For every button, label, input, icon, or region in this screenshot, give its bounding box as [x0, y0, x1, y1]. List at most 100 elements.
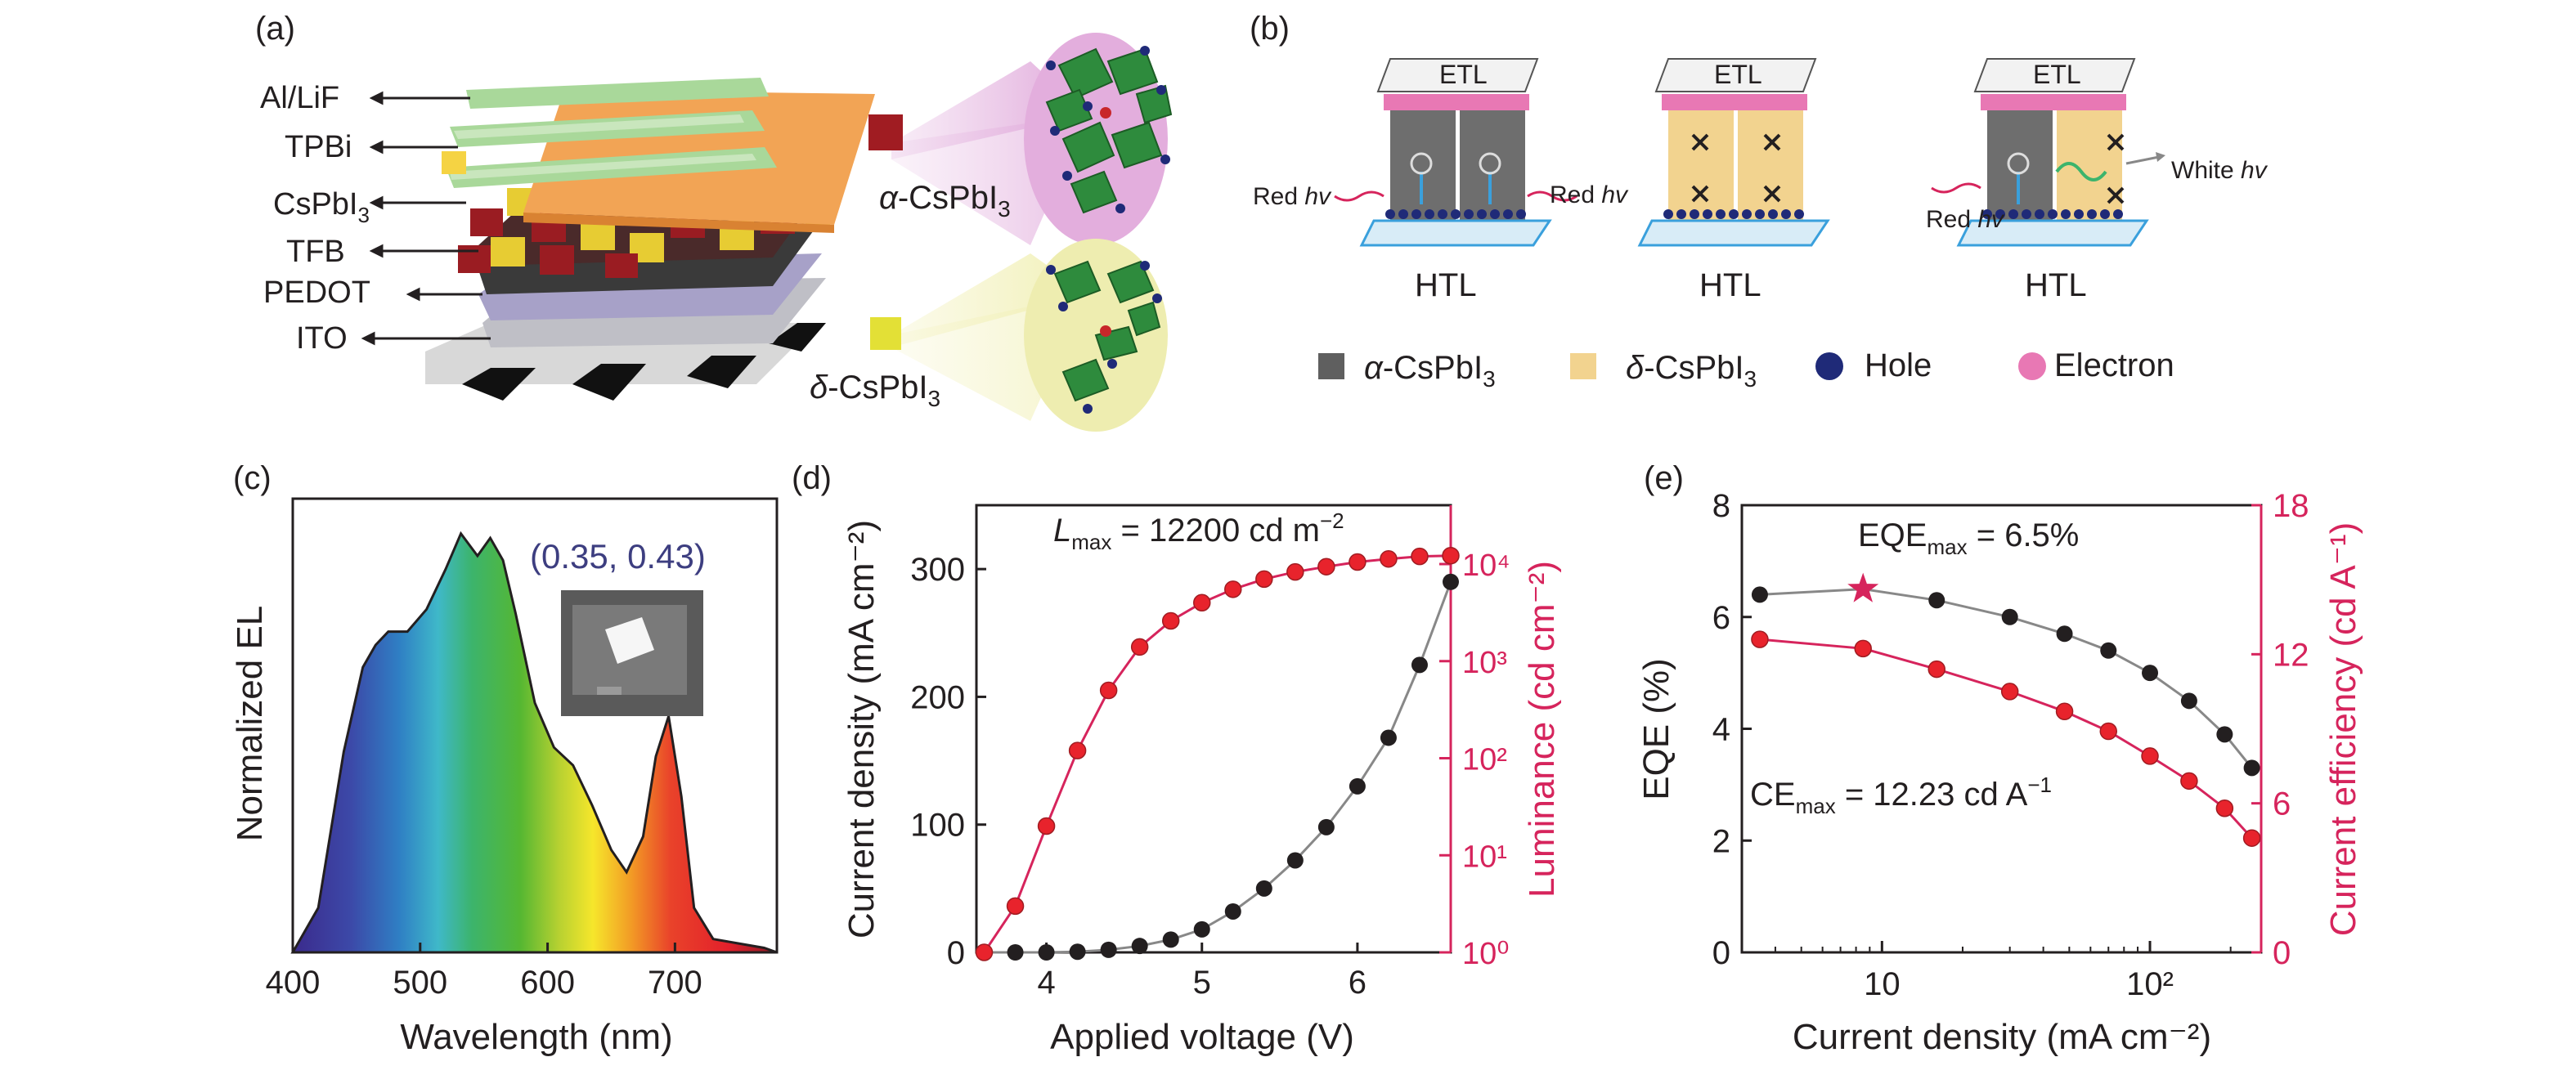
panel-d-y-tick-label: 100 [910, 808, 965, 844]
layer-arrows [361, 91, 491, 346]
current-density-point [1411, 656, 1428, 674]
luminance-point [1380, 549, 1398, 568]
legend-alpha-swatch [1318, 353, 1344, 379]
panel-e-y2-tick-label: 18 [2273, 488, 2309, 524]
ce-point [1928, 660, 1945, 679]
lmax-annotation: Lmax = 12200 cd m−2 [1053, 508, 1344, 554]
luminance-point [1349, 553, 1367, 571]
current-density-point [1380, 729, 1397, 746]
current-density-point [1162, 931, 1179, 948]
etl-label-1: ETL [1439, 60, 1488, 89]
luminance-point [1099, 681, 1118, 700]
eqe-point [2216, 726, 2233, 743]
luminance-point [975, 943, 994, 961]
legend-electron-label: Electron [2054, 347, 2174, 383]
ce-point [2141, 747, 2159, 765]
current-density-point [1317, 818, 1335, 835]
panel-d-y-axis-label: Current density (mA cm⁻²) [841, 520, 882, 938]
device-mixed: ETL HTL Red hv White hv [1926, 58, 2269, 303]
panel-c-x-tick-label: 400 [266, 965, 321, 1001]
panel-d-y2-tick-label: 10⁴ [1462, 549, 1510, 583]
luminance-point [1192, 593, 1211, 612]
panel-d-x-tick-label: 5 [1193, 965, 1211, 1001]
current-density-point [1069, 943, 1086, 961]
panel-e-y2-tick-label: 0 [2273, 935, 2291, 971]
panel-c-label: (c) [233, 460, 272, 496]
device-alpha: ETL HTL Red hv Red hv [1253, 58, 1629, 303]
panel-d-y-tick-label: 300 [910, 552, 965, 588]
layer-label-ito: ITO [296, 321, 348, 356]
luminance-point [1068, 741, 1087, 759]
cemax-annotation: CEmax = 12.23 cd A−1 [1750, 773, 2052, 818]
ce-point [2180, 772, 2198, 791]
panel-d-y2-tick-label: 10³ [1462, 646, 1507, 680]
panel-e-y-tick-label: 6 [1712, 600, 1730, 636]
eqe-point [2142, 665, 2159, 682]
legend-delta-swatch [1570, 353, 1596, 379]
etl-label-3: ETL [2033, 60, 2081, 89]
alpha-cube-icon [868, 114, 903, 150]
delta-cube-icon [870, 317, 901, 350]
panel-e-label: (e) [1644, 460, 1684, 496]
eqe-point [2056, 625, 2073, 643]
luminance-line [983, 554, 1452, 953]
panel-e-y2-axis-label: Current efficiency (cd A⁻¹) [2323, 522, 2363, 937]
current-density-point [1131, 938, 1148, 955]
panel-c-x-tick-label: 700 [648, 965, 702, 1001]
red-hv-3: Red hv [1926, 206, 2005, 233]
panel-e-x-axis-label: Current density (mA cm⁻²) [1793, 1017, 2211, 1057]
panel-d-label: (d) [792, 460, 832, 496]
panel-e-y2-tick-label: 12 [2273, 637, 2309, 673]
device-delta: ETL HTL [1637, 58, 1830, 303]
luminance-point [1161, 611, 1180, 630]
cie-coordinate-label: (0.35, 0.43) [530, 537, 706, 576]
panel-b-label: (b) [1250, 11, 1290, 47]
eqe-line [1759, 588, 2253, 769]
layer-label-tfb: TFB [286, 235, 345, 269]
delta-phase-illustration: δ-CsPbI3 [810, 239, 1168, 432]
device-stack [425, 78, 875, 401]
panel-c-x-axis-label: Wavelength (nm) [400, 1017, 672, 1057]
eqe-point [2243, 759, 2260, 777]
ce-point [2099, 722, 2118, 741]
current-density-point [1349, 777, 1366, 795]
luminance-point [1130, 638, 1149, 656]
panel-d-x-tick-label: 6 [1349, 965, 1367, 1001]
etl-label-2: ETL [1714, 60, 1762, 89]
red-hv-left-1: Red hv [1253, 183, 1332, 210]
ce-point [2055, 702, 2074, 720]
eqe-max-star [1847, 572, 1879, 602]
panel-e-y-tick-label: 2 [1712, 823, 1730, 859]
eqemax-annotation: EQEmax = 6.5% [1858, 517, 2079, 559]
luminance-point [1411, 547, 1429, 566]
ce-point [2000, 683, 2019, 701]
inset-image [561, 590, 703, 716]
ce-point [2242, 829, 2261, 847]
panel-e-y-axis-label: EQE (%) [1636, 658, 1676, 800]
eqe-point [1751, 586, 1768, 603]
current-density-point [1038, 944, 1055, 961]
panel-e-y2-tick-label: 6 [2273, 786, 2291, 822]
nanocrystal-cubes [458, 188, 830, 278]
panel-e-y-tick-label: 4 [1712, 712, 1730, 748]
panel-c: (c) (0.35, 0.43) Normalized EL Wavelengt… [230, 460, 779, 1057]
current-density-point [1286, 852, 1304, 869]
eqe-point [2100, 642, 2117, 659]
current-density-line [984, 581, 1452, 954]
eqe-point [2001, 608, 2018, 625]
alpha-phase-label: α-CsPbI3 [879, 180, 1011, 222]
luminance-point [1037, 817, 1056, 835]
panel-c-x-tick-label: 600 [520, 965, 575, 1001]
ce-line [1759, 638, 2253, 840]
panel-d-y2-tick-label: 10² [1462, 743, 1507, 777]
panel-b-legend: α-CsPbI3 δ-CsPbI3 Hole Electron [1318, 347, 2174, 392]
panel-e-y-tick-label: 0 [1712, 935, 1730, 971]
el-spectrum-area [290, 531, 778, 954]
panel-e-x-tick-label: 10 [1864, 966, 1901, 1002]
layer-label-cspbi3: CsPbI3 [273, 187, 370, 227]
layer-label-tpbi: TPBi [285, 130, 352, 164]
